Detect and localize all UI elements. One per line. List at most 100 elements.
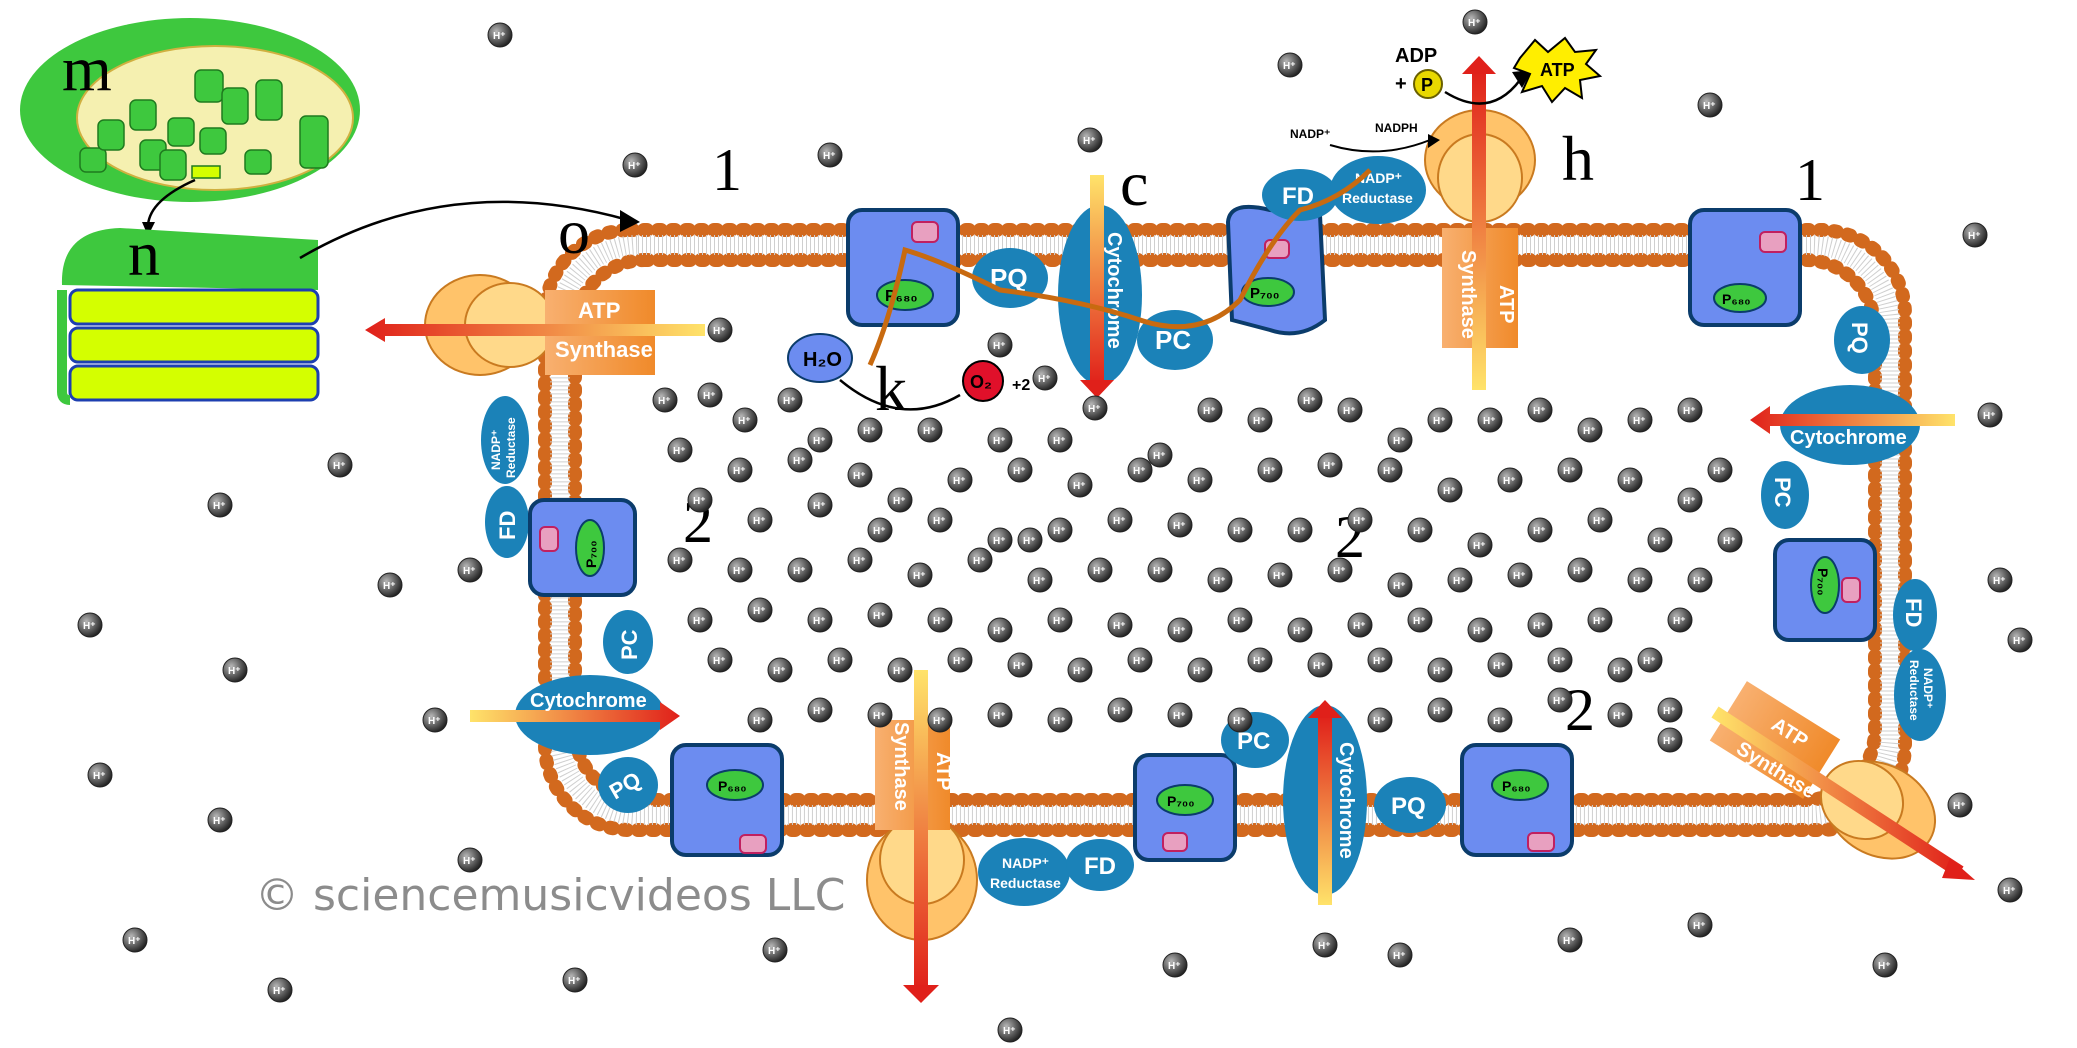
h-ion [1462,9,1488,35]
h-ion [1107,697,1133,723]
h-ion [1067,472,1093,498]
h-ion-label: H⁺ [1253,416,1266,427]
h-ion-label: H⁺ [1173,521,1186,532]
h-ion-label: H⁺ [1643,656,1656,667]
h-ion-label: H⁺ [1613,711,1626,722]
h-ion [997,1017,1023,1043]
h-ion [1032,365,1058,391]
h-ion [1872,952,1898,978]
h-ion [1947,792,1973,818]
nadph-reaction: NADP⁺ NADPH [1290,121,1440,153]
nadp-reductase-line2: Reductase [1342,190,1413,206]
h-ion [1527,612,1553,638]
pc-left-label: PC [617,629,642,660]
fd-left-label: FD [495,511,520,540]
h-ion-label: H⁺ [1553,656,1566,667]
h-ion-label: H⁺ [813,706,826,717]
h-ion-label: H⁺ [1393,436,1406,447]
adp-atp-reaction: ADP + P ATP [1395,36,1603,105]
h-ion [652,387,678,413]
h-ion-label: H⁺ [128,936,141,947]
region-1-left: 1 [712,137,742,203]
h-ion-label: H⁺ [1323,461,1336,472]
pq-bottom-label: PQ [1391,793,1426,820]
h-ion-label: H⁺ [228,666,241,677]
h-ion-label: H⁺ [768,946,781,957]
h-ion [1627,567,1653,593]
nadp-reductase-top: NADP⁺ Reductase [1330,156,1426,224]
cytochrome-left: Cytochrome [470,675,680,755]
h-ion [1427,657,1453,683]
h-ion-label: H⁺ [1343,406,1356,417]
h-ion [422,707,448,733]
h-ion [1147,442,1173,468]
h-ion-label: H⁺ [1203,406,1216,417]
h-ion [1347,612,1373,638]
h-ion-label: H⁺ [1088,404,1101,415]
h-ion [457,847,483,873]
h-ion [1527,517,1553,543]
h-ion-label: H⁺ [1383,466,1396,477]
h-ion [1427,697,1453,723]
atp-top-label: ATP [1495,285,1517,324]
h-ion-label: H⁺ [1663,736,1676,747]
h-ion [1347,507,1373,533]
h-ion-label: H⁺ [713,326,726,337]
h-ion-label: H⁺ [1633,416,1646,427]
h-ion [987,332,1013,358]
photosystem-i-left: P₇₀₀ [528,498,637,597]
h2o-label: H₂O [803,349,842,371]
h-ion [727,457,753,483]
h-ion-label: H⁺ [1713,466,1726,477]
h-ion-label: H⁺ [1253,656,1266,667]
atp-bottom-label: ATP [932,752,954,791]
h-ion-label: H⁺ [1053,526,1066,537]
h-ion-label: H⁺ [383,581,396,592]
h-ion-label: H⁺ [1533,406,1546,417]
h-ion-label: H⁺ [1083,136,1096,147]
h-ion-label: H⁺ [1173,711,1186,722]
h-ion-label: H⁺ [1313,661,1326,672]
h-ion [1637,647,1663,673]
h-ion [1162,952,1188,978]
h-ion-label: H⁺ [1033,576,1046,587]
h-ion-label: H⁺ [1878,961,1891,972]
h-ion-label: H⁺ [1413,616,1426,627]
h-ion [947,647,973,673]
h-ion-label: H⁺ [923,426,936,437]
h-ion [1187,467,1213,493]
h-ion-label: H⁺ [1473,541,1486,552]
nadp-bottom-2: Reductase [990,875,1061,891]
h-ion-label: H⁺ [1318,941,1331,952]
h-ion [1047,517,1073,543]
pc-bottom-label: PC [1237,728,1270,755]
h-ion-label: H⁺ [1433,666,1446,677]
h-ion-label: H⁺ [738,416,751,427]
h-ion [1377,457,1403,483]
h-ion-label: H⁺ [1493,661,1506,672]
h-ion [1617,467,1643,493]
p700-bottom-label: P₇₀₀ [1167,793,1195,809]
h-ion [927,707,953,733]
h-ion-label: H⁺ [1373,716,1386,727]
h-ion [1077,127,1103,153]
h-ion-label: H⁺ [1293,526,1306,537]
h-ion-label: H⁺ [993,626,1006,637]
h-ion [1687,912,1713,938]
h-ion-label: H⁺ [693,496,706,507]
h-ion-label: H⁺ [873,711,886,722]
h-ion [1487,707,1513,733]
h-ion-label: H⁺ [1593,616,1606,627]
h-ion-label: H⁺ [993,436,1006,447]
h-ion [1447,567,1473,593]
h-ion [1387,572,1413,598]
plastocyanin-right: PC [1761,461,1809,529]
h-ion [1987,567,2013,593]
nadp-reductase-left: NADP⁺ Reductase [481,396,529,484]
h-ion [817,142,843,168]
h-ion-label: H⁺ [773,666,786,677]
h-ion [1487,652,1513,678]
photosystem-ii-bottom-left: P₆₈₀ [670,743,784,857]
nadp-left-1: NADP⁺ [489,430,503,470]
h-ion [1227,517,1253,543]
